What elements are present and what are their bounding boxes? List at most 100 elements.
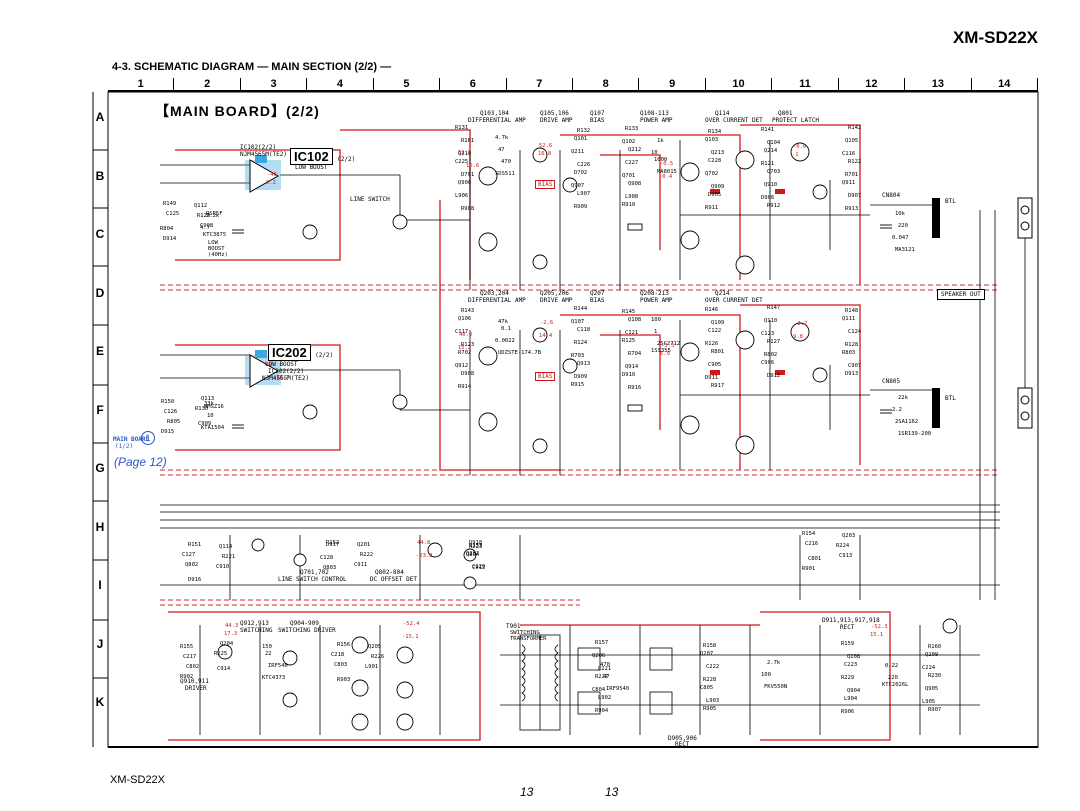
component-ref: Q203 — [842, 533, 856, 539]
component-ref: R134 — [708, 129, 722, 135]
block-label-12: Q910,911 — [180, 678, 209, 685]
component-ref: R122 — [848, 159, 862, 165]
component-ref: R156 — [337, 642, 351, 648]
component-ref: R801 — [711, 349, 725, 355]
grid-row-G: G — [95, 461, 105, 475]
component-ref: Q909 — [711, 184, 725, 190]
component-value: 1SR139-200 — [898, 431, 932, 437]
component-value: 0.0022 — [495, 338, 515, 344]
component-value: 220 — [898, 223, 908, 229]
component-ref: C216 — [805, 541, 819, 547]
transistors — [217, 142, 958, 731]
component-value: IRF540 — [268, 663, 288, 669]
component-ref: R227 — [595, 674, 609, 680]
speaker-terminals — [932, 197, 1033, 429]
bias-box-ch1: BIAS — [535, 180, 556, 189]
component-ref: R128 — [845, 342, 859, 348]
bias-dots — [710, 189, 785, 375]
component-ref: C126 — [164, 409, 178, 415]
component-ref: C125 — [166, 211, 180, 217]
voltage-label: -52.3 — [871, 624, 888, 630]
component-value: 2SC2712 — [657, 341, 681, 347]
component-ref: C118 — [577, 327, 591, 333]
component-ref: Q102 — [622, 139, 636, 145]
wiring — [160, 140, 1000, 735]
component-ref: R147 — [767, 305, 781, 311]
component-ref: R229 — [841, 675, 855, 681]
component-ref: C907 — [848, 363, 862, 369]
hdr2-refs-4: Q214 — [715, 290, 730, 297]
component-ref: C127 — [182, 552, 196, 558]
component-value: 1000 — [654, 157, 668, 163]
grid-row-E: E — [95, 344, 104, 358]
voltage-label: -52.4 — [403, 621, 420, 627]
component-value: KTA1504 — [201, 425, 225, 431]
component-ref: R150 — [161, 399, 175, 405]
component-ref: Q913 — [577, 361, 591, 367]
switching-transformer — [519, 634, 561, 731]
component-ref: R129 — [197, 213, 211, 219]
component-ref: R906 — [841, 709, 855, 715]
component-value: 100 — [761, 672, 771, 678]
component-ref: L903 — [706, 698, 720, 704]
hdr2-func-2: BIAS — [590, 297, 605, 304]
component-ref: R907 — [928, 707, 942, 713]
component-value: 4.7k — [495, 135, 509, 141]
component-value: 0.047 — [892, 235, 909, 241]
component-ref: Q910 — [764, 182, 778, 188]
component-ref: C910 — [216, 564, 230, 570]
footer-page-left: 13 — [520, 785, 534, 799]
grid-col-1: 1 — [108, 78, 175, 92]
grid-row-I: I — [98, 578, 102, 592]
voltage-label: 16.8 — [538, 151, 552, 157]
cn805-btl: BTL — [945, 395, 956, 402]
component-value: FKV550N — [764, 684, 788, 690]
component-ref: C128 — [320, 555, 334, 561]
ic102-part: NJM4565M(TE2) — [240, 151, 287, 158]
voltage-label: 44.8 — [417, 540, 431, 546]
hdr1-func-5: PROTECT LATCH — [772, 117, 819, 124]
component-value: 47 — [603, 674, 610, 680]
block-label-1: LINE SWITCH CONTROL — [278, 576, 347, 583]
component-ref: L906 — [455, 193, 469, 199]
grid-col-2: 2 — [174, 78, 241, 92]
component-ref: Q905 — [925, 686, 939, 692]
grid-row-F: F — [96, 402, 104, 417]
voltage-label: 17.3 — [224, 631, 238, 637]
component-ref: Q702 — [705, 171, 719, 177]
grid-col-6: 6 — [440, 78, 507, 92]
component-value: 10k — [895, 211, 905, 217]
component-ref: Q205 — [368, 644, 382, 650]
hdr1-refs-4: Q114 — [715, 110, 730, 117]
line-switch-label: LINE SWITCH — [350, 196, 390, 203]
ic202-suffix: (2/2) — [315, 352, 334, 359]
component-ref: Q204 — [220, 641, 234, 647]
component-ref: C224 — [922, 665, 936, 671]
component-ref: Q110 — [764, 318, 778, 324]
hdr1-refs-0: Q103,104 — [480, 110, 509, 117]
component-ref: Q111 — [842, 316, 856, 322]
hdr2-func-4: OVER CURRENT DET — [705, 297, 763, 304]
component-value: 22k — [898, 395, 908, 401]
component-ref: Q112 — [194, 203, 208, 209]
main-board-page-link[interactable]: (Page 12) — [114, 455, 167, 469]
grid-row-B: B — [95, 168, 105, 183]
component-ref: D702 — [574, 170, 588, 176]
block-label-3: DC OFFSET DET — [370, 576, 417, 583]
component-value: 4.7 — [200, 225, 210, 231]
component-ref: Q912 — [455, 363, 469, 369]
power-traces — [168, 124, 891, 741]
grid-col-4: 4 — [307, 78, 374, 92]
component-ref: R911 — [705, 205, 719, 211]
voltage-label: -15.1 — [402, 634, 419, 640]
component-ref: R125 — [622, 338, 636, 344]
voltage-label: -2.6 — [540, 320, 554, 326]
hdr2-func-0: DIFFERENTIAL AMP — [468, 297, 526, 304]
block-label-14: T901 — [506, 623, 521, 630]
component-ref: R160 — [928, 644, 942, 650]
component-ref: C121 — [625, 330, 639, 336]
component-ref: Q113 — [201, 396, 215, 402]
component-ref: Q114 — [219, 544, 233, 550]
component-value: UDZSTE-174.7B — [498, 350, 542, 356]
component-value: 33k — [204, 401, 214, 407]
